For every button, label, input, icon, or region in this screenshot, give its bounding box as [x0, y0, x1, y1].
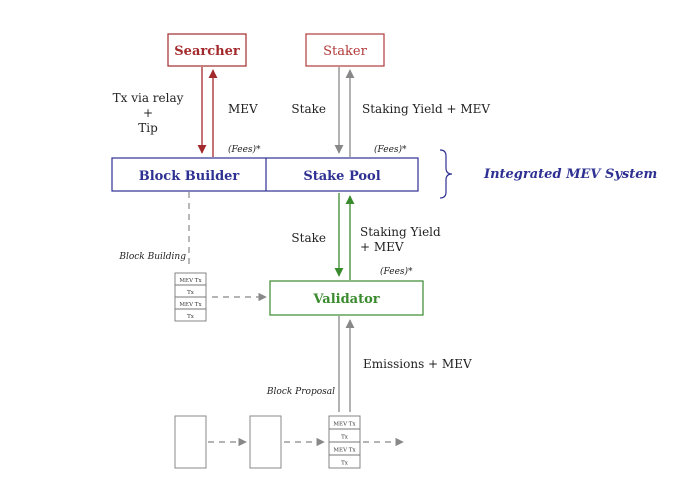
fees-left-label: (Fees)* — [228, 144, 261, 155]
staker-node: Staker — [305, 33, 385, 67]
tx-plus-label: + — [143, 106, 153, 120]
tx-row: Tx — [341, 461, 349, 467]
validator-label: Validator — [312, 292, 379, 307]
integrated-system-label: Integrated MEV System — [483, 167, 657, 182]
block-builder-label: Block Builder — [139, 169, 240, 184]
stake-mid-label: Stake — [291, 231, 326, 245]
tip-label: Tip — [138, 121, 158, 135]
staking-yield-label: Staking Yield — [360, 225, 441, 239]
tx-row: MEV Tx — [333, 422, 356, 428]
tx-stack-proposal: MEV Tx Tx MEV Tx Tx — [328, 415, 361, 469]
stake-pool-label: Stake Pool — [303, 169, 380, 184]
mev-label: MEV — [228, 102, 258, 116]
staking-yield-mev-mid-label: + MEV — [360, 240, 404, 254]
integrated-box: Block Builder Stake Pool — [111, 157, 419, 192]
chain-block — [174, 415, 207, 469]
tx-row: MEV Tx — [179, 302, 202, 308]
fees-validator-label: (Fees)* — [380, 266, 413, 277]
fees-right-label: (Fees)* — [374, 144, 407, 155]
emissions-mev-label: Emissions + MEV — [363, 357, 472, 371]
tx-row: Tx — [187, 314, 195, 320]
system-brace — [439, 149, 453, 199]
staking-yield-mev-label: Staking Yield + MEV — [362, 102, 490, 116]
staker-label: Staker — [323, 44, 367, 59]
tx-row: Tx — [187, 290, 195, 296]
tx-row: MEV Tx — [333, 448, 356, 454]
tx-stack-builder: MEV Tx Tx MEV Tx Tx — [174, 272, 207, 322]
stake-top-label: Stake — [291, 102, 326, 116]
searcher-node: Searcher — [167, 33, 247, 67]
tx-via-relay-label: Tx via relay — [113, 91, 184, 105]
chain-block — [249, 415, 282, 469]
block-proposal-label: Block Proposal — [266, 387, 335, 397]
searcher-label: Searcher — [174, 44, 240, 59]
tx-row: Tx — [341, 435, 349, 441]
tx-row: MEV Tx — [179, 278, 202, 284]
validator-node: Validator — [269, 280, 424, 316]
block-building-label: Block Building — [118, 252, 186, 262]
